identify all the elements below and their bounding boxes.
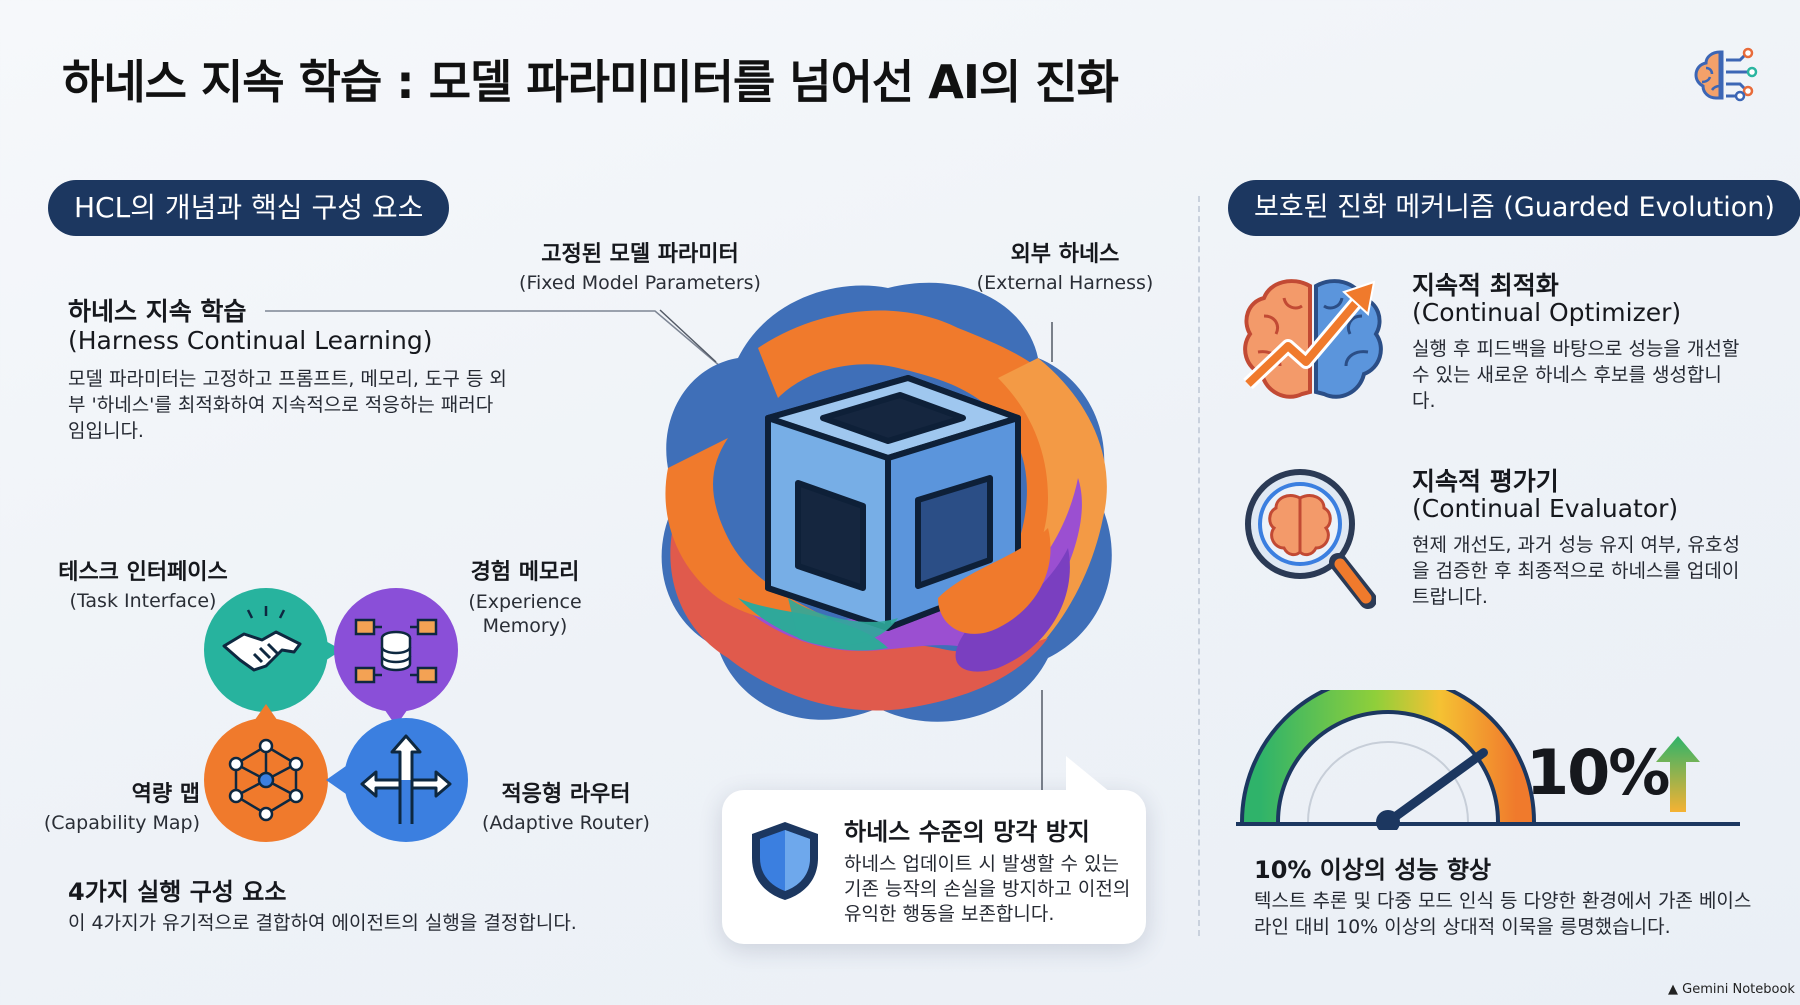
evaluator-title-en: (Continual Evaluator): [1412, 494, 1679, 523]
component-task-interface: 테스크 인터페이스 (Task Interface): [58, 560, 228, 612]
evaluator-title-ko: 지속적 평가기: [1412, 467, 1559, 496]
perf-desc: 텍스트 추론 및 다중 모드 인식 등 다양한 환경에서 가존 베이스라인 대비…: [1254, 890, 1752, 938]
gauge-value: 10%: [1526, 736, 1670, 809]
exec-components-desc: 이 4가지가 유기적으로 결합하여 에이전트의 실행을 결정합니다.: [68, 912, 577, 934]
optimizer-title-ko: 지속적 최적화: [1412, 271, 1559, 300]
section-pill-hcl: HCL의 개념과 핵심 구성 요소: [48, 180, 450, 236]
brain-growth-icon: [1240, 272, 1386, 412]
forgetting-card-title: 하네스 수준의 망각 방지: [844, 818, 1090, 846]
hcl-description: 모델 파라미터는 고정하고 프롬프트, 메모리, 도구 등 외부 '하네스'를 …: [68, 368, 507, 442]
central-cube-illustration: [661, 282, 1112, 722]
fixed-params-label: 고정된 모델 파라미터 (Fixed Model Parameters): [519, 242, 761, 294]
center-connectors: [659, 309, 1053, 790]
optimizer-desc: 실행 후 피드백을 바탕으로 성능을 개선할 수 있는 새로운 하네스 후보를 …: [1412, 338, 1740, 412]
component-adaptive-router: 적응형 라우터 (Adaptive Router): [482, 782, 650, 834]
brain-circuit-icon: [1690, 44, 1760, 110]
handshake-icon: [204, 588, 342, 712]
component-experience-memory: 경험 메모리 (Experience Memory): [468, 560, 582, 637]
gauge-needle-line: [1383, 748, 1488, 827]
forgetting-card-desc: 하네스 업데이트 시 발생할 수 있는 기존 능작의 손실을 방지하고 이전의 …: [844, 853, 1131, 925]
hcl-title-ko: 하네스 지속 학습: [68, 297, 247, 326]
column-divider: [1198, 196, 1200, 936]
split-arrows-icon: [326, 718, 468, 842]
components-cluster: [204, 588, 468, 842]
exec-components-title: 4가지 실행 구성 요소: [68, 878, 287, 906]
magnifier-brain-icon: [1240, 464, 1377, 616]
hcl-title-en: (Harness Continual Learning): [68, 326, 433, 355]
network-node-icon: [204, 704, 328, 842]
evaluator-desc: 현제 개선도, 과거 성능 유지 여부, 유호성을 검증한 후 최종적으로 하네…: [1412, 534, 1740, 608]
page-title: 하네스 지속 학습 : 모델 파라미미터를 넘어선 AI의 진화: [62, 55, 1119, 109]
external-harness-label: 외부 하네스 (External Harness): [976, 242, 1154, 294]
gauge-needle: [1383, 748, 1488, 827]
hcl-connector-line: [265, 310, 728, 373]
perf-title: 10% 이상의 성능 향상: [1254, 856, 1492, 884]
up-arrow-icon: [1654, 736, 1702, 816]
optimizer-title-en: (Continual Optimizer): [1412, 298, 1682, 327]
gemini-notebook-watermark: ▲ Gemini Notebook: [1668, 982, 1795, 997]
component-capability-map: 역량 맵 (Capability Map): [43, 782, 200, 834]
forgetting-prevention-card: 하네스 수준의 망각 방지 하네스 업데이트 시 발생할 수 있는 기존 능작의…: [722, 790, 1146, 944]
shield-icon: [746, 818, 824, 908]
section-pill-guarded-evolution: 보호된 진화 메커니즘 (Guarded Evolution): [1228, 180, 1800, 236]
gauge-icon: [1236, 690, 1740, 830]
database-network-icon: [334, 588, 458, 726]
card-pointer: [1066, 756, 1110, 792]
